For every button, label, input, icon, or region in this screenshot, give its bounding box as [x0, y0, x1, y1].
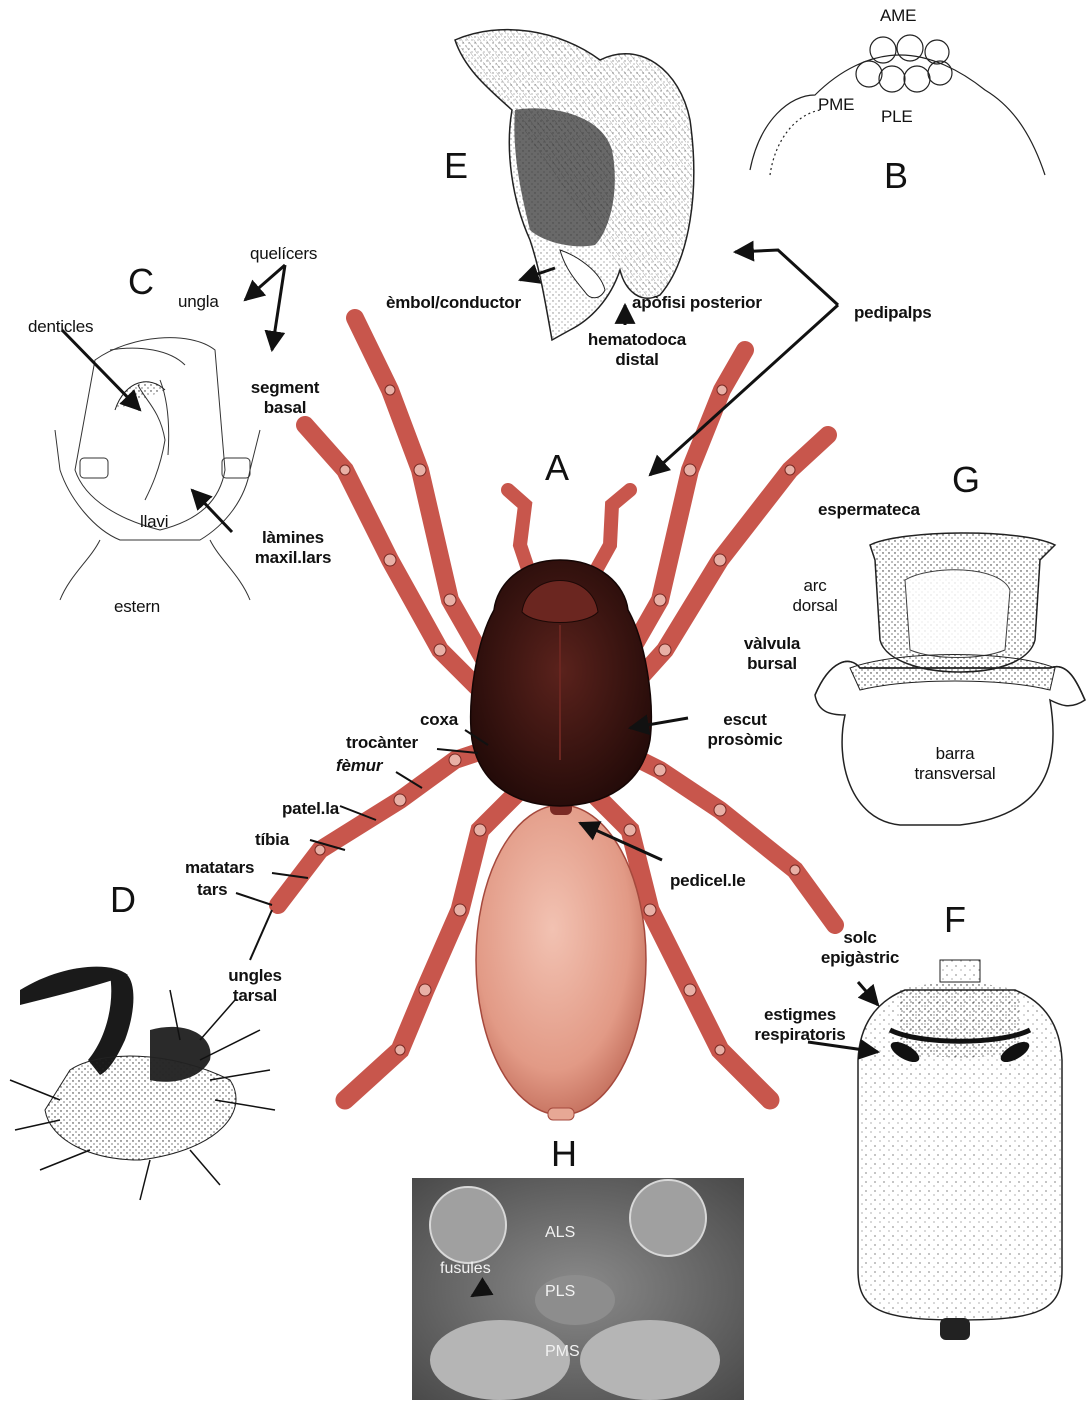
spider-abdomen — [476, 805, 646, 1115]
label-distal: distal — [572, 350, 702, 370]
label-ungles: ungles — [210, 966, 300, 986]
panel-label-c: C — [128, 264, 154, 300]
spinnerets-photo — [412, 1178, 744, 1400]
eye-region-drawing — [750, 35, 1045, 175]
label-espermateca: espermateca — [818, 500, 920, 520]
label-coxa: coxa — [420, 710, 458, 730]
label-quelicers: quelícers — [250, 244, 317, 264]
label-ple: PLE — [881, 107, 913, 127]
panel-label-a: A — [545, 450, 569, 486]
label-patella: patel.la — [282, 799, 339, 819]
label-lamines-maxillars: làmines maxil.lars — [238, 528, 348, 568]
label-hematodoca: hematodoca — [572, 330, 702, 350]
label-matatars: matatars — [185, 858, 254, 878]
label-respiratoris: respiratoris — [740, 1025, 860, 1045]
panel-label-f: F — [944, 902, 966, 938]
label-ungles-tarsal: ungles tarsal — [210, 966, 300, 1006]
label-denticles: denticles — [28, 317, 93, 337]
label-fusules: fusules — [440, 1260, 491, 1278]
label-tars: tars — [197, 880, 227, 900]
label-pms: PMS — [545, 1343, 580, 1361]
label-ame: AME — [880, 6, 916, 26]
spinnerets — [548, 1108, 574, 1120]
label-valvula: vàlvula — [722, 634, 822, 654]
label-hematodoca-distal: hematodoca distal — [572, 330, 702, 370]
label-solc: solc — [810, 928, 910, 948]
label-estern: estern — [114, 597, 160, 617]
label-femur: fèmur — [336, 756, 382, 776]
label-escut: escut — [695, 710, 795, 730]
label-segment-basal: segment basal — [230, 378, 340, 418]
panel-label-b: B — [884, 158, 908, 194]
label-tibia: tíbia — [255, 830, 289, 850]
label-maxillars: maxil.lars — [238, 548, 348, 568]
label-solc-epigastric: solc epigàstric — [810, 928, 910, 968]
label-valvula-bursal: vàlvula bursal — [722, 634, 822, 674]
label-barra-transversal: barra transversal — [890, 744, 1020, 784]
label-pedicelle: pedicel.le — [670, 871, 745, 891]
panel-label-e: E — [444, 148, 468, 184]
ventral-abdomen-drawing — [858, 960, 1062, 1340]
label-segment: segment — [230, 378, 340, 398]
label-barra: barra — [890, 744, 1020, 764]
label-prosomic: prosòmic — [695, 730, 795, 750]
mouthparts-drawing — [55, 338, 260, 600]
label-arc: arc — [775, 576, 855, 596]
label-pme: PME — [818, 95, 854, 115]
label-pedipalps: pedipalps — [854, 303, 932, 323]
label-lamines: làmines — [238, 528, 348, 548]
panel-label-h: H — [551, 1136, 577, 1172]
label-estigmes: estigmes — [740, 1005, 860, 1025]
label-arc-dorsal: arc dorsal — [775, 576, 855, 616]
panel-label-g: G — [952, 462, 980, 498]
label-als: ALS — [545, 1224, 575, 1242]
label-bursal: bursal — [722, 654, 822, 674]
label-dorsal: dorsal — [775, 596, 855, 616]
label-embol-conductor: èmbol/conductor — [386, 293, 521, 313]
label-estigmes-respiratoris: estigmes respiratoris — [740, 1005, 860, 1045]
label-apofisi-posterior: apòfisi posterior — [632, 293, 762, 313]
label-basal: basal — [230, 398, 340, 418]
label-epigastric: epigàstric — [810, 948, 910, 968]
label-llavi: llavi — [140, 512, 168, 532]
label-ungla: ungla — [178, 292, 219, 312]
label-pls: PLS — [545, 1283, 575, 1301]
label-transversal: transversal — [890, 764, 1020, 784]
label-tarsal: tarsal — [210, 986, 300, 1006]
label-escut-prosomic: escut prosòmic — [695, 710, 795, 750]
label-trocanter: trocànter — [346, 733, 418, 753]
panel-label-d: D — [110, 882, 136, 918]
